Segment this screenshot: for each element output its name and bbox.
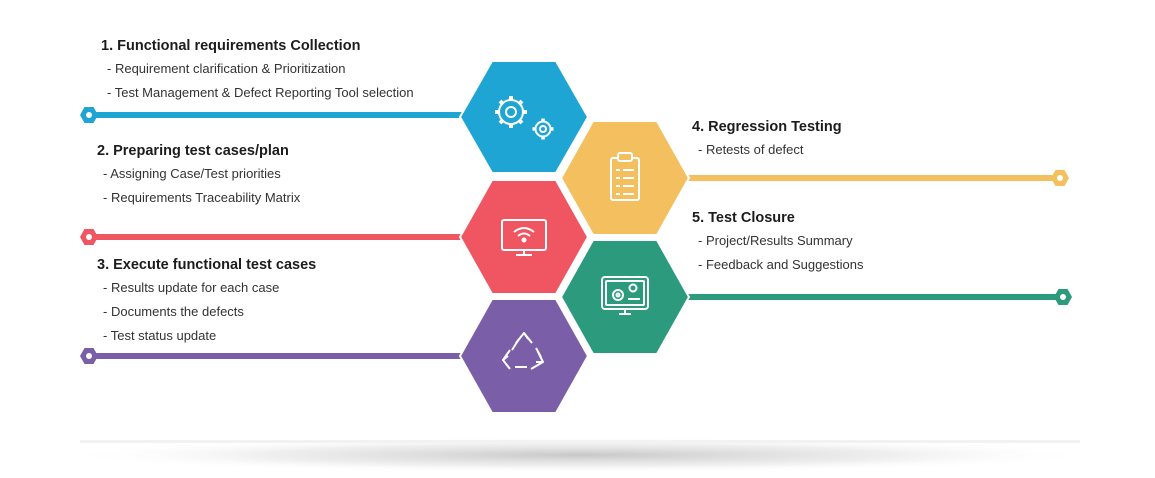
step-3-title: 3. Execute functional test cases	[97, 257, 317, 273]
hexagon-step-2	[458, 179, 590, 295]
line-end-cap-1	[80, 107, 98, 123]
step-1-title: 1. Functional requirements Collection	[101, 38, 361, 54]
shadow-edge	[80, 440, 1080, 443]
step-2-text: 2. Preparing test cases/plan Assigning C…	[97, 142, 300, 210]
connector-line-4	[680, 175, 1060, 181]
gears-icon	[495, 96, 554, 140]
step-4-title: 4. Regression Testing	[692, 119, 842, 135]
line-end-cap-3	[80, 348, 98, 364]
step-1-item: Requirement clarification & Prioritizati…	[101, 57, 414, 81]
step-5-item: Feedback and Suggestions	[692, 253, 864, 277]
step-5-items: Project/Results Summary Feedback and Sug…	[692, 229, 864, 277]
step-5-item: Project/Results Summary	[692, 229, 864, 253]
step-2-items: Assigning Case/Test priorities Requireme…	[97, 162, 300, 210]
monitor-settings-icon	[601, 276, 649, 315]
line-end-cap-5	[1054, 289, 1072, 305]
connector-line-5	[680, 294, 1064, 300]
step-1-text: 1. Functional requirements Collection Re…	[101, 37, 414, 105]
step-2-item: Assigning Case/Test priorities	[97, 162, 300, 186]
hexagon-step-4	[559, 120, 691, 236]
step-5-title: 5. Test Closure	[692, 210, 795, 226]
line-end-cap-4	[1051, 170, 1069, 186]
recycle-icon	[502, 332, 544, 370]
step-4-text: 4. Regression Testing Retests of defect	[692, 118, 842, 162]
bottom-shadow	[60, 437, 1100, 473]
step-3-text: 3. Execute functional test cases Results…	[97, 256, 316, 348]
step-2-title: 2. Preparing test cases/plan	[97, 143, 289, 159]
clipboard-checklist-icon	[610, 152, 640, 201]
step-5-text: 5. Test Closure Project/Results Summary …	[692, 209, 864, 277]
connector-line-1	[88, 112, 468, 118]
step-3-item: Results update for each case	[97, 276, 316, 300]
connector-line-2	[88, 234, 468, 240]
step-1-items: Requirement clarification & Prioritizati…	[101, 57, 414, 105]
step-4-items: Retests of defect	[692, 138, 842, 162]
hexagon-step-3	[458, 298, 590, 414]
hexagon-step-5	[559, 239, 691, 355]
step-3-item: Documents the defects	[97, 300, 316, 324]
connector-line-3	[88, 353, 468, 359]
step-1-item: Test Management & Defect Reporting Tool …	[101, 81, 414, 105]
monitor-wifi-icon	[501, 219, 547, 256]
step-2-item: Requirements Traceability Matrix	[97, 186, 300, 210]
step-4-item: Retests of defect	[692, 138, 842, 162]
step-3-items: Results update for each case Documents t…	[97, 276, 316, 348]
step-3-item: Test status update	[97, 324, 316, 348]
hexagon-step-1	[458, 60, 590, 174]
line-end-cap-2	[80, 229, 98, 245]
